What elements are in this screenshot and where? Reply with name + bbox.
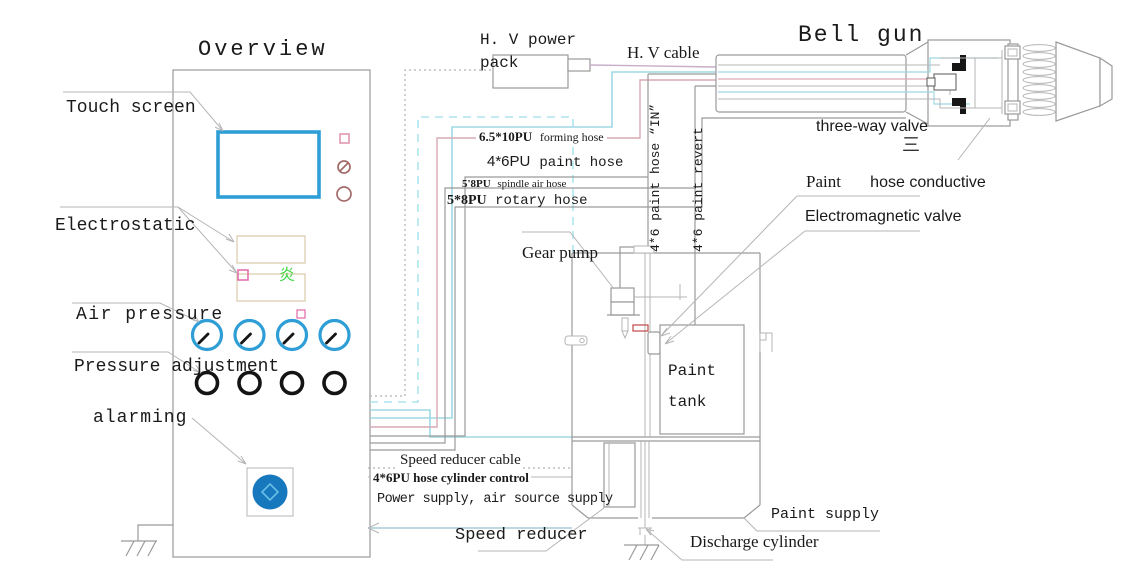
paint-hose-name: paint hose: [539, 155, 624, 171]
level-mark: [632, 324, 649, 332]
label-hv-cable: H. V cable: [627, 43, 700, 62]
panel-button-icon[interactable]: [336, 186, 352, 202]
paint-hose-size: 4*6PU: [487, 153, 531, 170]
label-electrostatic: Electrostatic: [55, 216, 196, 236]
touch-screen-display[interactable]: [216, 130, 321, 199]
gun-barrel: [715, 54, 907, 113]
flame-indicator: 炎: [279, 265, 296, 284]
gun-bell-tip: [1099, 56, 1113, 108]
label-touch-screen: Touch screen: [66, 98, 196, 118]
label-paint-hose-conductive: Paint hose conductive: [806, 172, 986, 192]
label-paint-word: Paint: [806, 172, 841, 191]
hv-power-pack: [370, 54, 717, 397]
shaft-top-cap: [633, 245, 655, 254]
paint-hose-line: [370, 176, 648, 437]
label-spindle-air-hose: 5'8PU spindle air hose: [462, 178, 566, 192]
label-hose-conductive: hose conductive: [870, 174, 986, 191]
label-alarming: alarming: [93, 408, 188, 428]
gun-taper: [905, 41, 929, 125]
three-way-valve-leader: [957, 117, 991, 161]
label-forming-hose: 6.5*10PU forming hose: [476, 129, 607, 146]
label-air-pressure: Air pressure: [76, 305, 224, 325]
machine-left-handle[interactable]: [564, 335, 588, 346]
pressure-adjustment-knobs[interactable]: [194, 370, 347, 396]
label-rotary-hose: 5*8PU rotary hose: [447, 193, 588, 209]
gun-title: Bell gun: [798, 22, 925, 48]
label-paint-supply: Paint supply: [771, 506, 880, 523]
gauge-marker-icon: [296, 309, 306, 319]
gun-bell-cone: [1055, 41, 1101, 122]
panel-ground-icon: [121, 524, 173, 557]
label-hv-power-pack: H. V power pack: [480, 31, 577, 72]
three-way-valve-fittings: [926, 50, 1003, 114]
label-speed-reducer: Speed reducer: [455, 526, 588, 545]
label-paint-hose: 4*6PU paint hose: [487, 153, 623, 171]
three-way-valve-cjk: 三: [902, 135, 920, 156]
paint-tank-box: [659, 324, 745, 435]
gun-coil-ribs: [1022, 44, 1056, 116]
label-three-way-valve: three-way valve: [816, 118, 929, 135]
electrostatic-marker-icon: [237, 269, 249, 281]
power-supply-arrow: [367, 522, 572, 534]
forming-hose-name: forming hose: [539, 130, 604, 144]
forming-hose-size: 6.5*10PU: [479, 129, 533, 144]
alarm-lamp[interactable]: [246, 467, 294, 517]
gun-rear-bolts: [1004, 45, 1021, 115]
spindle-air-hose-line: [370, 187, 695, 444]
hv-power-pack-box: [492, 54, 569, 89]
control-panel: [60, 69, 371, 558]
panel-title: Overview: [198, 37, 328, 62]
cylinder-control-air-hose-dashed: [370, 116, 574, 403]
machine-leader-lines: [478, 195, 920, 561]
label-paint-hose-in: 4*6 paint hose “IN”: [648, 103, 663, 252]
spindle-hose-name: spindle air hose: [497, 178, 567, 190]
tank-inlet-fitting: [647, 331, 661, 355]
hv-cable-line: [589, 64, 717, 68]
label-electromagnetic-valve: Electromagnetic valve: [805, 208, 962, 225]
panel-square-indicator-icon: [339, 133, 350, 144]
rotary-hose-name: rotary hose: [495, 193, 588, 209]
panel-keyswitch-icon[interactable]: [337, 160, 351, 174]
spindle-hose-size: 5'8PU: [462, 178, 491, 190]
paint-tank-line1: Paint: [668, 362, 717, 380]
label-speed-reducer-cable: Speed reducer cable: [398, 452, 523, 470]
air-hose-lower: [370, 409, 572, 438]
paint-supply-machine: [478, 195, 920, 561]
machine-shelf: [572, 436, 760, 442]
bell-gun: [715, 39, 1113, 161]
hv-power-cable-dotted: [370, 69, 493, 397]
machine-ground-icon: [624, 544, 660, 561]
paint-revert-line: [694, 85, 716, 325]
speed-reducer-box: [603, 442, 636, 508]
label-power-supply: Power supply, air source supply: [377, 492, 613, 507]
gear-pump: [607, 284, 687, 340]
rotary-hose-size: 5*8PU: [447, 193, 487, 208]
air-hose-upper: [370, 71, 716, 419]
label-hose-cylinder-control: 4*6PU hose cylinder control: [371, 470, 531, 486]
label-gear-pump: Gear pump: [522, 243, 599, 262]
air-pressure-gauges[interactable]: [190, 318, 351, 352]
panel-leader-lines: [60, 91, 247, 465]
machine-frame: [571, 252, 761, 519]
rotary-hose-line: [370, 117, 906, 451]
label-paint-tank: Paint tank: [668, 356, 716, 418]
electrostatic-display-1: [236, 235, 306, 264]
label-paint-revert: 4*6 paint revert: [691, 127, 706, 252]
label-pressure-adjustment: Pressure adjustment: [74, 357, 280, 377]
label-discharge-cylinder: Discharge cylinder: [690, 532, 819, 551]
gun-rear-plate: [1007, 43, 1019, 121]
machine-right-handle[interactable]: [759, 332, 773, 352]
paint-tank-line2: tank: [668, 393, 707, 411]
